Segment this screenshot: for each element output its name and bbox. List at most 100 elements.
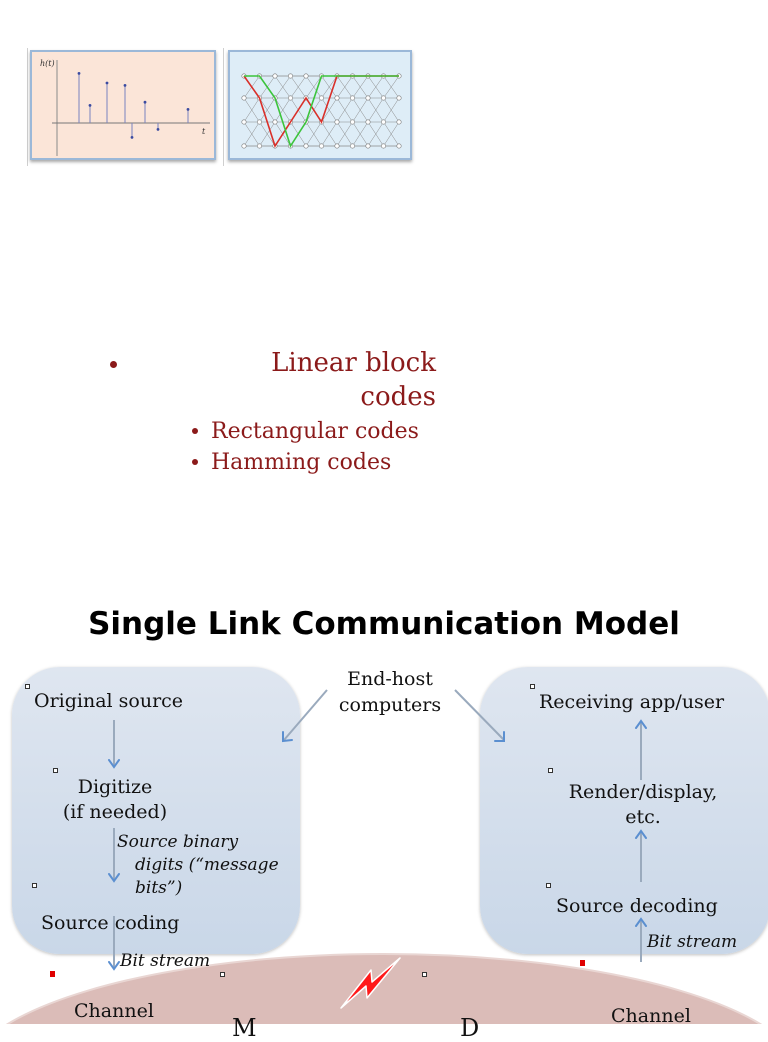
placeholder-marker	[548, 768, 553, 773]
impulse-response-plot: h(t) t	[40, 59, 210, 156]
lightning-bolt-icon	[340, 957, 401, 1009]
source-coding-label: Source coding	[41, 912, 180, 934]
trellis-edge	[321, 121, 338, 147]
digitize-line: Digitize	[77, 776, 153, 798]
trellis-edge	[305, 121, 322, 147]
trellis-edge	[352, 121, 369, 147]
trellis-edge	[290, 75, 307, 99]
trellis-edge	[336, 97, 353, 123]
trellis-node	[287, 73, 293, 79]
trellis-edge	[274, 97, 291, 123]
sub-bullet-hamming-codes: Hamming codes	[211, 450, 392, 475]
sub-bullet-dot	[192, 428, 198, 434]
original-source-label: Original source	[34, 690, 184, 712]
arrow-head-icon	[494, 731, 505, 742]
trellis-node	[241, 119, 247, 125]
placeholder-marker	[530, 684, 535, 689]
impulse-response-thumbnail: h(t) t	[30, 50, 216, 160]
render-display-label: Render/display, etc.	[552, 780, 734, 830]
trellis-edge	[367, 97, 384, 123]
end-host-line: computers	[338, 694, 442, 716]
trellis-node	[287, 95, 293, 101]
stem-point	[130, 136, 134, 139]
trellis-node	[334, 143, 340, 149]
trellis-node	[272, 73, 278, 79]
stem-point	[88, 104, 92, 107]
channel-fragment-left: M	[232, 1014, 257, 1042]
digitize-label: Digitize (if needed)	[54, 775, 176, 825]
placeholder-marker	[25, 684, 30, 689]
sender-channel-label: Channel	[74, 1000, 154, 1022]
trellis-node	[365, 143, 371, 149]
trellis-edge	[321, 97, 338, 123]
receiver-bit-stream-label: Bit stream	[647, 932, 738, 952]
trellis-node	[319, 143, 325, 149]
x-axis-label: t	[202, 127, 206, 136]
trellis-node	[365, 95, 371, 101]
trellis-edge	[336, 75, 353, 99]
stem-point	[77, 72, 81, 75]
binary-digits-line: Source binary	[117, 832, 239, 852]
digitize-line: (if needed)	[62, 801, 168, 823]
stem-point	[143, 100, 147, 104]
trellis-node	[241, 143, 247, 149]
y-axis-label: h(t)	[40, 59, 55, 68]
trellis-edge	[259, 121, 276, 147]
trellis-node	[319, 95, 325, 101]
placeholder-marker	[220, 972, 225, 977]
trellis-node	[334, 95, 340, 101]
placeholder-marker	[546, 883, 551, 888]
source-decoding-label: Source decoding	[556, 895, 718, 917]
slide-title: Single Link Communication Model	[88, 606, 680, 642]
end-host-label: End-host computers	[335, 666, 445, 718]
trellis-edge	[305, 75, 322, 99]
trellis-node	[381, 119, 387, 125]
bullet-dot	[110, 361, 117, 368]
trellis-edge	[336, 121, 353, 147]
trellis-node	[396, 119, 402, 125]
arrow-head-icon	[635, 719, 647, 729]
arrow-head-icon	[635, 829, 647, 839]
trellis-node	[241, 95, 247, 101]
trellis-path	[244, 75, 399, 148]
arrow-head-icon	[108, 873, 120, 883]
receiving-app-label: Receiving app/user	[539, 691, 725, 713]
trellis-node	[303, 73, 309, 79]
sender-bit-stream-label: Bit stream	[120, 951, 211, 971]
binary-digits-line: digits (“message	[135, 855, 279, 875]
trellis-node	[350, 95, 356, 101]
trellis-edge	[243, 121, 260, 147]
trellis-edge	[383, 121, 400, 147]
arrow-head-icon	[282, 731, 293, 743]
red-marker	[580, 960, 585, 966]
trellis-node	[256, 143, 262, 149]
trellis-edge	[367, 121, 384, 147]
end-host-line: End-host	[347, 668, 433, 690]
trellis-edge	[383, 97, 400, 123]
trellis-node	[303, 143, 309, 149]
trellis-node	[350, 119, 356, 125]
render-line: etc.	[625, 806, 661, 828]
divider-line	[223, 48, 224, 166]
arrow-endhost-to-sender	[283, 689, 328, 741]
red-marker	[50, 971, 55, 977]
sender-panel	[12, 667, 300, 954]
trellis-edge	[274, 75, 291, 99]
trellis-edge	[352, 97, 369, 123]
receiver-panel	[480, 667, 768, 954]
trellis-node	[396, 143, 402, 149]
trellis-edge	[243, 97, 260, 123]
trellis-node	[381, 143, 387, 149]
trellis-thumbnail	[228, 50, 412, 160]
sub-bullet-rectangular-codes: Rectangular codes	[211, 419, 419, 444]
placeholder-marker	[32, 883, 37, 888]
receiver-channel-label: Channel	[611, 1005, 691, 1027]
trellis-node	[256, 119, 262, 125]
stem-point	[186, 108, 190, 111]
sub-bullet-dot	[192, 459, 198, 465]
stem-point	[123, 84, 127, 87]
arrow-endhost-to-receiver	[454, 689, 505, 741]
arrow-head-icon	[108, 759, 120, 769]
placeholder-marker	[422, 972, 427, 977]
